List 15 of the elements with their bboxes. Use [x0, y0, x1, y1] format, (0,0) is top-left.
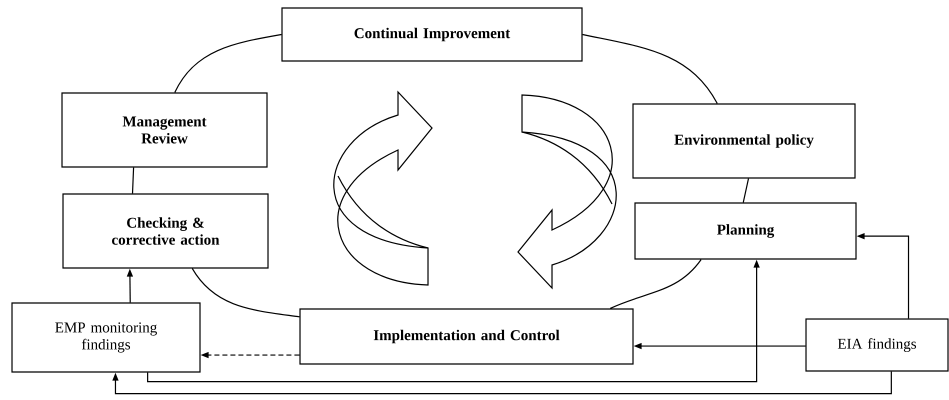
arrow [112, 372, 892, 394]
process-box: Implementation and Control [299, 308, 634, 365]
process-box: Checking & corrective action [62, 193, 269, 269]
process-box: Management Review [61, 92, 268, 168]
process-box: Planning [634, 202, 857, 260]
process-box: Continual Improvement [281, 7, 583, 62]
connector-line [610, 259, 702, 309]
connector-line [132, 168, 134, 194]
connector-line [582, 34, 718, 104]
input-box: EMP monitoring findings [11, 302, 201, 373]
process-box: Environmental policy [632, 103, 856, 179]
connector-line [174, 34, 282, 93]
connector-line [742, 178, 750, 203]
input-box: EIA findings [805, 318, 949, 372]
connector-line [192, 268, 300, 318]
